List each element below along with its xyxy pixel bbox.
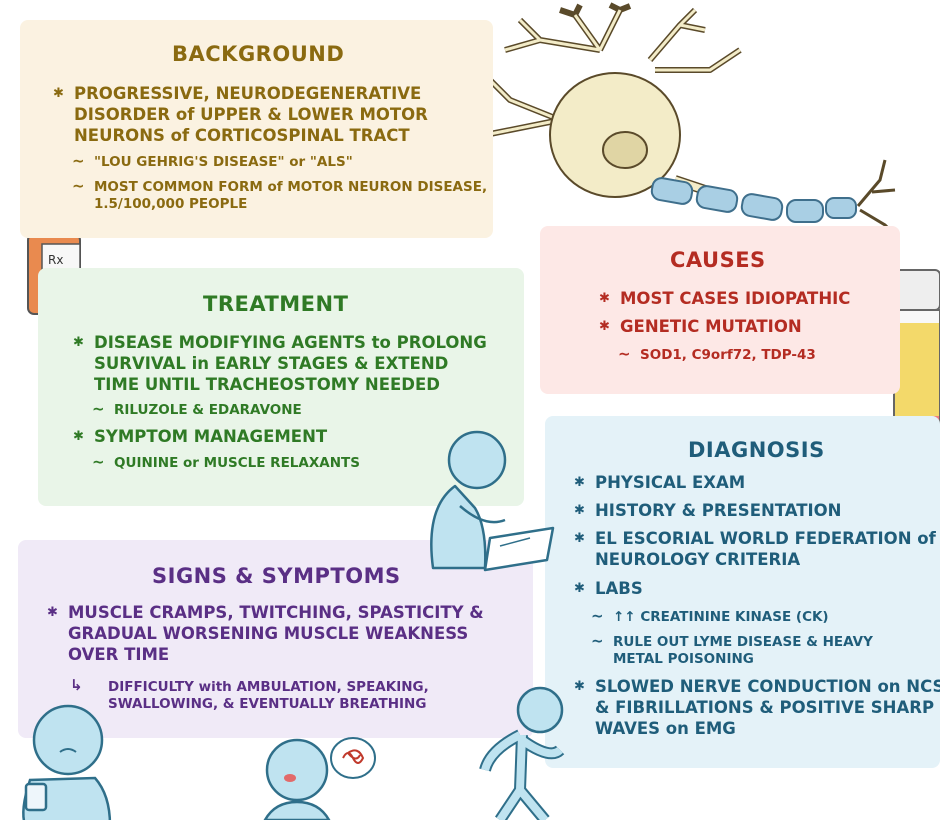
signs-bullet-line: GRADUAL WORSENING MUSCLE WEAKNESS (68, 624, 469, 643)
diagnosis-bullet: PHYSICAL EXAM (574, 472, 745, 493)
background-panel: BACKGROUND PROGRESSIVE, NEURODEGENERATIV… (20, 20, 493, 238)
diagnosis-title: DIAGNOSIS (688, 438, 825, 462)
background-sub-item: MOST COMMON FORM of MOTOR NEURON DISEASE… (72, 178, 487, 195)
arrow-icon: ↳ (70, 676, 83, 694)
signs-sub-item: SWALLOWING, & EVENTUALLY BREATHING (108, 696, 427, 712)
diagnosis-bullet: EL ESCORIAL WORLD FEDERATION of (574, 528, 936, 549)
signs-bullet-line: OVER TIME (68, 645, 170, 664)
signs-symptoms-panel: SIGNS & SYMPTOMS MUSCLE CRAMPS, TWITCHIN… (18, 540, 533, 738)
causes-panel: CAUSES MOST CASES IDIOPATHIC GENETIC MUT… (540, 226, 900, 394)
treatment-bullet-line: TIME UNTIL TRACHEOSTOMY NEEDED (94, 375, 440, 394)
treatment-bullet-line: SURVIVAL in EARLY STAGES & EXTEND (94, 354, 449, 373)
diagnosis-sub-item: METAL POISONING (613, 651, 754, 667)
background-bullet-line: PROGRESSIVE, NEURODEGENERATIVE (53, 83, 421, 104)
background-title: BACKGROUND (172, 42, 345, 66)
treatment-bullet-line: DISEASE MODIFYING AGENTS to PROLONG (73, 332, 487, 353)
diagnosis-panel: DIAGNOSIS PHYSICAL EXAM HISTORY & PRESEN… (545, 416, 940, 768)
causes-sub-item: SOD1, C9orf72, TDP-43 (618, 346, 816, 363)
treatment-title: TREATMENT (203, 292, 349, 316)
rx-label: Rx (48, 253, 63, 267)
diagnosis-bullet: & FIBRILLATIONS & POSITIVE SHARP (595, 698, 935, 717)
signs-title: SIGNS & SYMPTOMS (152, 564, 401, 588)
signs-bullet-line: MUSCLE CRAMPS, TWITCHING, SPASTICITY & (47, 602, 484, 623)
speech-figure-illustration (263, 737, 376, 820)
background-sub-item: "LOU GEHRIG'S DISEASE" or "ALS" (72, 153, 353, 170)
diagnosis-sub-item: ↑↑ CREATININE KINASE (CK) (591, 608, 829, 625)
treatment-sub-item: RILUZOLE & EDARAVONE (92, 401, 302, 418)
diagnosis-bullet: SLOWED NERVE CONDUCTION on NCS (574, 676, 940, 697)
background-sub-item: 1.5/100,000 PEOPLE (94, 196, 248, 212)
diagnosis-bullet: WAVES on EMG (595, 719, 736, 738)
neuron-illustration (475, 2, 897, 237)
causes-bullet: MOST CASES IDIOPATHIC (599, 288, 850, 309)
walking-figure-illustration (479, 686, 565, 820)
treatment-bullet-line: SYMPTOM MANAGEMENT (73, 426, 327, 447)
diagnosis-bullet: LABS (574, 578, 643, 599)
diagnosis-bullet: HISTORY & PRESENTATION (574, 500, 842, 521)
background-bullet-line: NEURONS of CORTICOSPINAL TRACT (74, 126, 410, 145)
signs-sub-item: DIFFICULTY with AMBULATION, SPEAKING, (108, 679, 429, 695)
diagnosis-bullet: NEUROLOGY CRITERIA (595, 550, 801, 569)
treatment-sub-item: QUININE or MUSCLE RELAXANTS (92, 454, 360, 471)
sad-figure-illustration (22, 704, 112, 820)
background-bullet-line: DISORDER of UPPER & LOWER MOTOR (74, 105, 428, 124)
diagnosis-sub-item: RULE OUT LYME DISEASE & HEAVY (591, 633, 873, 650)
causes-title: CAUSES (670, 248, 766, 272)
causes-bullet: GENETIC MUTATION (599, 316, 802, 337)
treatment-panel: TREATMENT DISEASE MODIFYING AGENTS to PR… (38, 268, 524, 506)
writing-figure-illustration (430, 430, 555, 572)
